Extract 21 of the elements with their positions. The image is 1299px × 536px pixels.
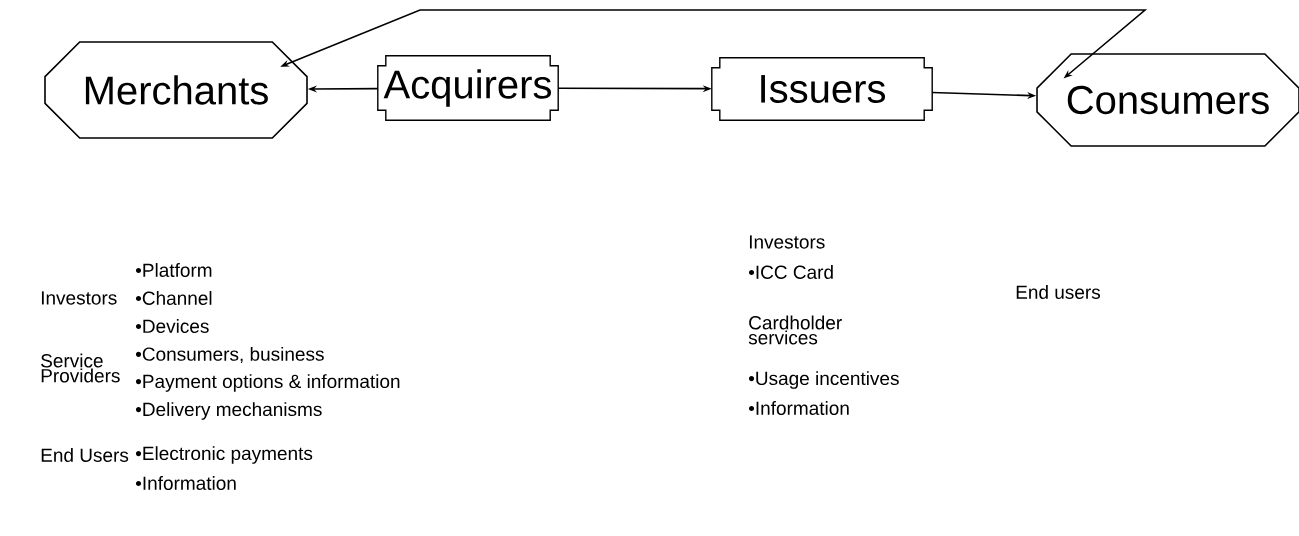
text-label: •Consumers, business [135,346,324,364]
text-label: •Channel [135,291,212,305]
text-label: •Delivery mechanisms [135,402,322,420]
text-label: End users [1016,285,1101,299]
text-label: Cardholder services [748,315,842,345]
text-label: •ICC Card [748,265,833,279]
text-label: Investors [749,235,825,249]
octagon-box: Consumers [1036,53,1299,147]
text-label: Service Providers [41,353,120,383]
text-label: •Information [748,401,849,415]
text-label: •Devices [135,319,209,333]
text-label: •Information [135,476,236,490]
text-label: •Usage incentives [748,371,899,389]
text-label: Investors [41,291,117,305]
text-label: End Users [41,448,129,462]
text-label: •Payment options & information [135,374,400,392]
octagon-box: Merchants [44,41,308,139]
text-label: •Electronic payments [135,446,313,464]
notched-box: Issuers [711,57,933,121]
text-label: •Platform [135,263,212,277]
notched-box: Acquirers [377,55,559,121]
